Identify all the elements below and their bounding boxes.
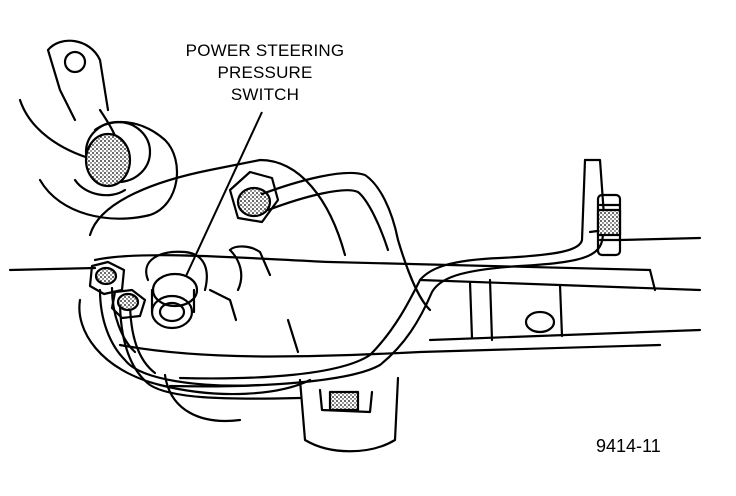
left-fitting-nut (88, 260, 147, 320)
pressure-switch (145, 250, 208, 330)
mounting-bracket (208, 245, 272, 322)
rack-housing (93, 254, 702, 358)
callout-line-3: SWITCH (230, 85, 300, 104)
return-hose-line (168, 158, 622, 388)
callout-leader-line (185, 111, 263, 277)
callout-line-2: PRESSURE (217, 63, 313, 82)
pressure-line-fitting (228, 170, 280, 224)
figure-number: 9414-11 (596, 436, 661, 456)
steering-column (18, 39, 179, 220)
pressure-switch-callout: POWER STEERING PRESSURE SWITCH (150, 40, 380, 106)
valve-housing (78, 158, 400, 453)
callout-line-1: POWER STEERING (185, 41, 345, 60)
